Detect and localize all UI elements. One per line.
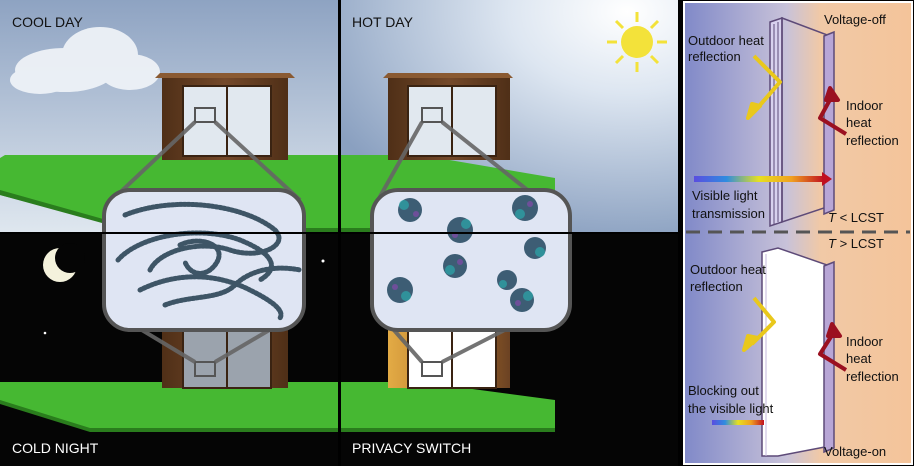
indoor-heat-arrow-bottom — [818, 322, 848, 372]
moon-icon — [43, 243, 85, 282]
window-opaque — [761, 247, 835, 457]
blocked-light-arrow — [712, 420, 764, 425]
label-cool-day: COOL DAY — [12, 14, 83, 30]
collapsed-polymer-globules — [387, 195, 546, 312]
outdoor-heat-arrow-top — [746, 54, 782, 120]
label-outdoor-heat-bottom-1: Outdoor heat — [690, 262, 766, 277]
label-indoor-heat-top-2: heat — [846, 115, 872, 130]
label-voltage-on: Voltage-on — [824, 444, 887, 459]
ground-plane-night — [0, 382, 555, 430]
label-outdoor-heat-bottom-2: reflection — [690, 279, 743, 294]
label-condition-bottom-T: T — [828, 236, 836, 251]
house-cool-day — [155, 73, 295, 160]
horizontal-divider — [0, 232, 678, 234]
polymer-zoom-bubble-extended — [102, 188, 306, 332]
scene-illustration — [0, 0, 678, 432]
house-hot-day — [383, 73, 513, 160]
label-visible-light-2: transmission — [692, 206, 765, 221]
sun-icon — [607, 12, 667, 72]
visible-light-arrow — [694, 176, 824, 182]
label-condition-bottom: T > LCST — [828, 236, 884, 251]
label-outdoor-heat-top-2: reflection — [688, 49, 741, 64]
label-indoor-heat-top-1: Indoor — [846, 98, 883, 113]
label-indoor-heat-bottom-1: Indoor — [846, 334, 883, 349]
label-cold-night: COLD NIGHT — [12, 440, 99, 456]
label-indoor-heat-bottom-3: reflection — [846, 369, 899, 384]
mechanism-illustration — [683, 1, 913, 465]
label-blocking-1: Blocking out — [688, 383, 759, 398]
label-visible-light-1: Visible light — [692, 188, 758, 203]
scene-panel: COOL DAY HOT DAY COLD NIGHT PRIVACY SWIT… — [0, 0, 678, 456]
mechanism-panel: Voltage-off Outdoor heat reflection Indo… — [682, 0, 914, 466]
label-outdoor-heat-top-1: Outdoor heat — [688, 33, 764, 48]
label-privacy-switch: PRIVACY SWITCH — [352, 440, 472, 456]
label-condition-top-T: T — [828, 210, 836, 225]
label-blocking-2: the visible light — [688, 401, 774, 416]
label-indoor-heat-top-3: reflection — [846, 133, 899, 148]
label-voltage-off: Voltage-off — [824, 12, 886, 27]
label-condition-top-rest: < LCST — [835, 210, 884, 225]
outdoor-heat-arrow-bottom — [742, 296, 776, 352]
indoor-heat-arrow-top — [818, 86, 848, 136]
cloud-icon — [10, 27, 160, 94]
extended-polymer-chains — [115, 201, 303, 321]
window-transparent — [769, 16, 835, 228]
label-hot-day: HOT DAY — [352, 14, 413, 30]
label-condition-top: T < LCST — [828, 210, 884, 225]
label-indoor-heat-bottom-2: heat — [846, 351, 872, 366]
label-condition-bottom-rest: > LCST — [835, 236, 884, 251]
